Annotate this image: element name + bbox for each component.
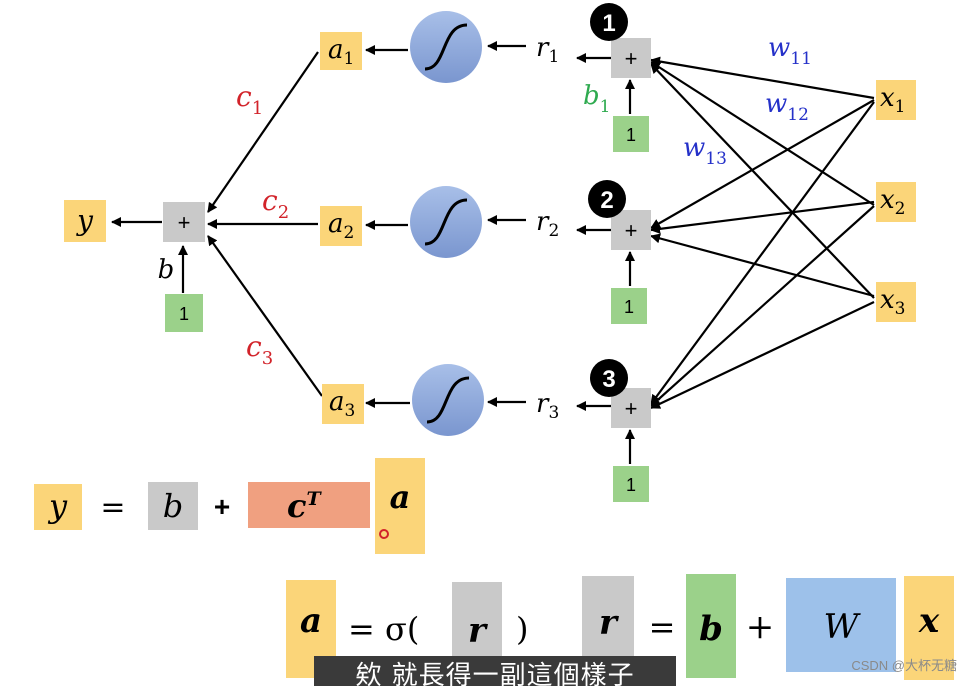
output-y-label: y	[75, 204, 94, 237]
eq3-equals: =	[649, 608, 676, 646]
eq1-c-box	[248, 482, 370, 528]
unit-2-number-badge	[588, 180, 626, 218]
eq3-W: W	[824, 607, 862, 647]
unit-1-number-badge	[590, 3, 628, 41]
eq2-close-paren: )	[516, 610, 528, 648]
input-x2-label: x2	[880, 185, 906, 219]
preactivation-r2-label: r2	[536, 207, 559, 241]
bias-b1-label: b1	[583, 81, 610, 117]
input-x1-box	[876, 80, 916, 120]
weight-c3-label: c3	[246, 330, 273, 369]
hidden-unit-arrows	[365, 41, 635, 464]
sigmoid-3-icon	[412, 364, 484, 436]
eq3-x: x	[918, 601, 940, 641]
output-bias-one-value: 1	[179, 304, 189, 324]
eq1-cT: cT	[287, 487, 322, 525]
input-x3-label: x3	[880, 285, 906, 319]
output-connections	[111, 51, 323, 397]
activation-a2-box	[320, 206, 362, 246]
eq1-a: a	[390, 478, 411, 516]
unit-2-number: 2	[600, 187, 613, 214]
eq3-b: b	[699, 609, 723, 649]
weight-c1-label: c1	[236, 80, 263, 119]
eq1-plus: +	[214, 491, 230, 522]
sum-node-2	[611, 210, 651, 250]
output-sum-node	[163, 202, 205, 242]
activation-a1-box	[320, 32, 362, 70]
unit-3-number-badge	[590, 359, 628, 397]
eq2-r: r	[468, 611, 488, 651]
eq1-y: y	[47, 487, 68, 525]
video-subtitle: 欸 就長得一副這個樣子	[314, 656, 676, 686]
eq1-y-box	[34, 484, 82, 530]
eq1-b: b	[163, 487, 183, 525]
output-bias-label: b	[158, 255, 175, 285]
input-x3-box	[876, 282, 916, 322]
unit-3-number: 3	[602, 366, 615, 393]
weight-w11-label: w11	[768, 33, 812, 69]
eq1-equals: =	[100, 490, 125, 525]
preactivation-r3-label: r3	[536, 389, 559, 423]
sum-node-2-symbol: +	[625, 218, 638, 243]
weight-w13-label: w13	[683, 133, 727, 169]
sigmoid-2-icon	[410, 186, 482, 258]
activation-a2-label: a2	[328, 209, 354, 243]
output-bias-one-box	[165, 294, 203, 332]
eq3-x-box	[904, 576, 954, 680]
watermark: CSDN @大杯无糖	[851, 658, 957, 673]
input-x2-box	[876, 182, 916, 222]
eq3-plus: +	[746, 607, 775, 647]
eq3-b-box	[686, 574, 736, 678]
output-y-box	[64, 200, 106, 242]
equation-output: y = b + cT a	[34, 458, 425, 554]
activation-a3-box	[322, 384, 364, 424]
sum-node-1	[611, 38, 651, 78]
input-x1-label: x1	[880, 83, 906, 117]
unit-2-bias-one-value: 1	[624, 297, 634, 317]
preactivation-r1-label: r1	[536, 33, 559, 67]
activation-a3-label: a3	[329, 387, 355, 421]
sum-node-3-symbol: +	[625, 396, 638, 421]
activation-a1-label: a1	[328, 35, 354, 69]
eq3-r: r	[599, 603, 619, 643]
unit-3-bias-one-box	[613, 466, 649, 502]
unit-3-bias-one-value: 1	[626, 475, 636, 495]
input-connections	[650, 56, 875, 409]
unit-1-bias-one-value: 1	[626, 125, 636, 145]
eq2-equals-sigma: = σ(	[348, 610, 419, 648]
eq3-W-box	[786, 578, 896, 672]
eq1-b-box	[148, 482, 198, 530]
cursor-marker	[379, 529, 389, 539]
weight-w12-label: w12	[765, 89, 809, 125]
unit-1-bias-one-box	[613, 116, 649, 152]
sigmoid-1-icon	[410, 11, 482, 83]
output-sum-symbol: +	[178, 210, 191, 235]
equation-preactivation: r = b + W x	[582, 574, 954, 680]
weight-c2-label: c2	[262, 184, 289, 223]
unit-2-bias-one-box	[611, 288, 647, 324]
eq2-a: a	[300, 601, 322, 641]
unit-1-number: 1	[602, 10, 615, 37]
sum-node-1-symbol: +	[625, 46, 638, 71]
